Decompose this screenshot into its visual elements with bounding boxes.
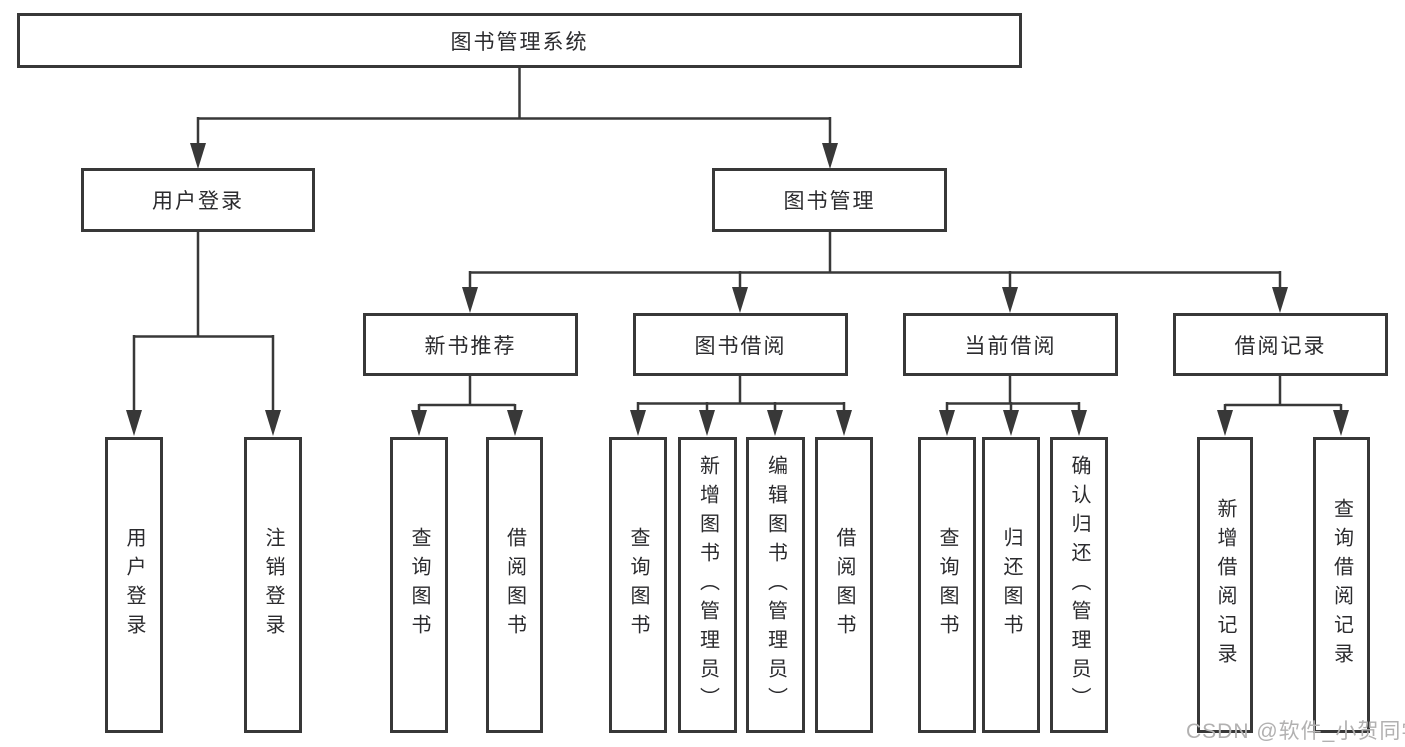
node-new-book-recommend: 新书推荐 (363, 313, 578, 376)
leaf-logout: 注销登录 (244, 437, 302, 733)
leaf-add-borrow-record-label: 新增借阅记录 (1214, 498, 1236, 672)
node-user-login: 用户登录 (81, 168, 315, 232)
connector-book-management-children (462, 232, 1288, 313)
node-borrow-records-label: 借阅记录 (1234, 334, 1327, 358)
connector-borrow-records-children (1217, 376, 1349, 436)
leaf-current-query-book-label: 查询图书 (936, 527, 958, 643)
connector-user-login-children (126, 232, 281, 436)
node-current-borrow: 当前借阅 (903, 313, 1118, 376)
node-book-borrow: 图书借阅 (633, 313, 848, 376)
leaf-edit-book-admin: 编辑图书（管理员） (746, 437, 805, 733)
leaf-recommend-borrow-book: 借阅图书 (486, 437, 543, 733)
node-current-borrow-label: 当前借阅 (964, 334, 1057, 358)
node-book-borrow-label: 图书借阅 (694, 334, 787, 358)
csdn-watermark: CSDN @软件_小贺同学 (1186, 720, 1405, 743)
leaf-current-query-book: 查询图书 (918, 437, 976, 733)
connector-current-borrow-children (939, 376, 1087, 436)
leaf-borrow-book: 借阅图书 (815, 437, 873, 733)
node-root-label: 图书管理系统 (450, 30, 589, 54)
leaf-edit-book-admin-label: 编辑图书（管理员） (764, 454, 787, 716)
node-root: 图书管理系统 (17, 13, 1022, 68)
leaf-add-book-admin: 新增图书（管理员） (678, 437, 737, 733)
leaf-confirm-return-admin-label: 确认归还（管理员） (1068, 454, 1090, 716)
leaf-recommend-query-book: 查询图书 (390, 437, 448, 733)
leaf-borrow-book-label: 借阅图书 (833, 527, 855, 643)
leaf-confirm-return-admin: 确认归还（管理员） (1050, 437, 1108, 733)
leaf-borrow-query-book-label: 查询图书 (627, 527, 649, 643)
leaf-query-borrow-record: 查询借阅记录 (1313, 437, 1370, 733)
leaf-user-login: 用户登录 (105, 437, 163, 733)
connector-new-book-recommend-children (411, 376, 523, 436)
leaf-recommend-query-book-label: 查询图书 (408, 527, 430, 643)
leaf-add-book-admin-label: 新增图书（管理员） (696, 454, 719, 716)
leaf-recommend-borrow-book-label: 借阅图书 (503, 527, 526, 643)
leaf-borrow-query-book: 查询图书 (609, 437, 667, 733)
leaf-query-borrow-record-label: 查询借阅记录 (1330, 498, 1353, 672)
leaf-logout-label: 注销登录 (262, 527, 284, 643)
node-new-book-recommend-label: 新书推荐 (424, 334, 517, 358)
node-book-management: 图书管理 (712, 168, 947, 232)
node-user-login-label: 用户登录 (152, 190, 244, 213)
leaf-return-book: 归还图书 (982, 437, 1040, 733)
connector-root-to-level2 (190, 68, 838, 169)
node-borrow-records: 借阅记录 (1173, 313, 1388, 376)
connector-book-borrow-children (630, 376, 852, 436)
leaf-add-borrow-record: 新增借阅记录 (1197, 437, 1253, 733)
node-book-management-label: 图书管理 (783, 190, 876, 213)
leaf-return-book-label: 归还图书 (1000, 527, 1022, 643)
leaf-user-login-label: 用户登录 (123, 527, 145, 643)
